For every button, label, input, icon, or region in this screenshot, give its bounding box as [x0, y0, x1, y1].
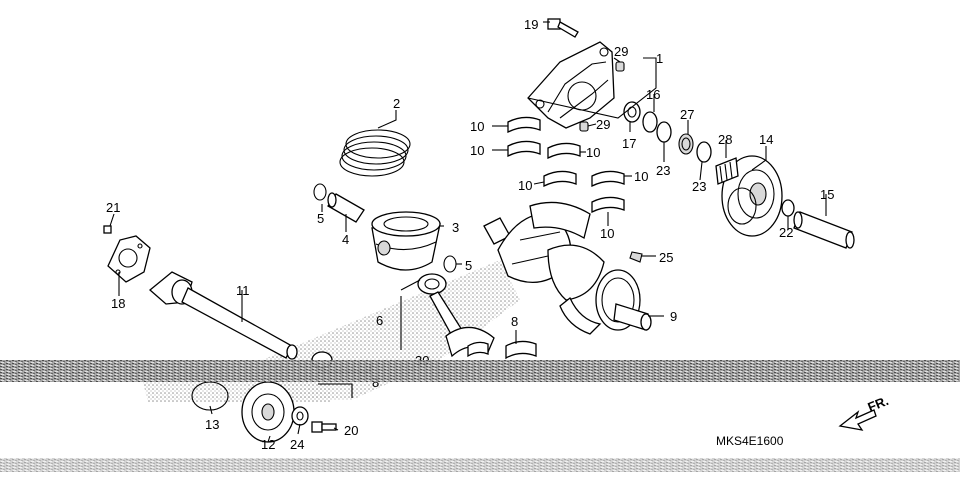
callout-label: 23: [656, 163, 670, 178]
callout-labels: 1 2 3 4 5 5 6 8 8 9 10 10 10 10 10 10 10…: [106, 17, 834, 452]
callout-label: 25: [659, 250, 673, 265]
callout-label: 16: [646, 87, 660, 102]
callout-label: 9: [670, 309, 677, 324]
callout-label: 15: [820, 187, 834, 202]
balancer-gear-part: [241, 381, 295, 443]
dowel-pin-part: [579, 61, 625, 132]
callout-label: 11: [236, 283, 250, 298]
callout-label: 19: [524, 17, 538, 32]
callout-label: 5: [465, 258, 472, 273]
callout-label: 10: [600, 226, 614, 241]
balancer-shaft-part: [148, 271, 298, 360]
callout-label: 1: [656, 51, 663, 66]
callout-label: 17: [622, 136, 636, 151]
scan-noise-band: [0, 458, 960, 472]
piston-part: [371, 211, 441, 271]
callout-label: 8: [511, 314, 518, 329]
o-ring-part: [678, 133, 694, 155]
diagram-code: MKS4E1600: [716, 434, 784, 448]
bolt-part: [103, 225, 112, 234]
callout-label: 10: [586, 145, 600, 160]
callout-label: 18: [111, 296, 125, 311]
callout-label: 24: [290, 437, 304, 452]
scan-noise-band: [0, 360, 960, 382]
piston-ring-set-part: [339, 129, 411, 177]
callout-label: 2: [393, 96, 400, 111]
callout-label: 22: [779, 225, 793, 240]
callout-label: 27: [680, 107, 694, 122]
callout-label: 21: [106, 200, 120, 215]
callout-label: 10: [634, 169, 648, 184]
bolt-part: [547, 18, 579, 38]
bearing-shell-part: [467, 341, 489, 358]
callout-label: 10: [470, 143, 484, 158]
shaft-part: [793, 211, 855, 249]
callout-label: 13: [205, 417, 219, 432]
callout-label: 14: [759, 132, 773, 147]
callout-label: 28: [718, 132, 732, 147]
callout-label: 5: [317, 211, 324, 226]
needle-bearing-part: [715, 157, 739, 185]
woodruff-key-part: [629, 251, 643, 263]
callout-label: 12: [261, 437, 275, 452]
front-direction-arrow-icon: FR.: [838, 393, 891, 431]
crankshaft-part: [483, 201, 652, 335]
callout-label: 8: [372, 375, 379, 390]
callout-label: 4: [342, 232, 349, 247]
front-direction-label: FR.: [866, 393, 891, 415]
bearing-shell-part: [505, 340, 537, 360]
callout-label: 29: [596, 117, 610, 132]
bolt-part: [311, 421, 337, 433]
callout-label: 10: [470, 119, 484, 134]
washer-part: [291, 406, 309, 426]
callout-label: 10: [518, 178, 532, 193]
connecting-rod-part: [417, 273, 495, 358]
main-bearing-shell-part: [507, 116, 625, 214]
gasket-plate-part: [107, 235, 151, 283]
callout-label: 3: [452, 220, 459, 235]
callout-label: 23: [692, 179, 706, 194]
washer-part: [642, 111, 795, 217]
callout-label: 29: [614, 44, 628, 59]
callout-label: 6: [376, 313, 383, 328]
leader-lines: [109, 21, 827, 443]
crankcase-cover-part: [527, 41, 615, 129]
piston-pin-part: [327, 192, 365, 223]
callout-label: 20: [344, 423, 358, 438]
